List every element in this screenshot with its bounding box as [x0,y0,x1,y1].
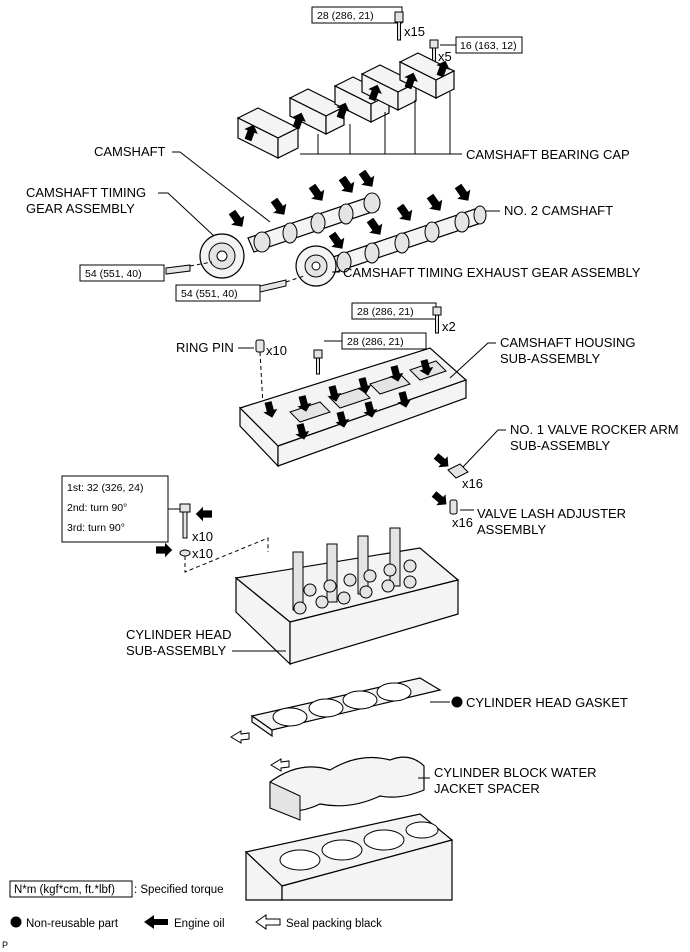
camshaft-timing-exhaust-gear [295,245,337,287]
legend-non-reusable-icon [10,916,22,928]
legend-torque-unit: N*m (kgf*cm, ft.*lbf) [14,884,115,896]
head-bolt-icon [179,503,191,513]
qty-x10-ring: x10 [266,343,287,358]
torque-step1: 1st: 32 (326, 24) [67,482,143,494]
label-no2-camshaft: NO. 2 CAMSHAFT [504,203,613,218]
ring-pin-icon [255,339,265,353]
legend-torque-box [9,880,133,898]
qty-x2: x2 [442,319,456,334]
label-spacer-1: CYLINDER BLOCK WATER [434,765,597,780]
torque-box-exhaust-gear [175,284,261,302]
bolt-head-icon [394,11,404,23]
torque-housing-b: 28 (286, 21) [347,336,404,348]
legend-seal-packing-icon [255,914,281,930]
label-lash-1: VALVE LASH ADJUSTER [477,506,626,521]
legend-torque-desc: : Specified torque [134,884,224,896]
housing-bolt-icon [435,314,439,334]
lash-adjuster-icon [449,499,458,515]
camshaft-bearing-caps [236,52,456,159]
label-ring-pin: RING PIN [176,340,234,355]
torque-small-bolt: 16 (163, 12) [460,40,517,52]
camshaft-housing [238,347,468,468]
torque-step2: 2nd: turn 90° [67,502,127,514]
label-housing-2: SUB-ASSEMBLY [500,351,601,366]
label-gasket: CYLINDER HEAD GASKET [466,695,628,710]
legend: N*m (kgf*cm, ft.*lbf) : Specified torque… [9,880,382,930]
label-cyl-head-2: SUB-ASSEMBLY [126,643,227,658]
label-timing-exhaust-gear: CAMSHAFT TIMING EXHAUST GEAR ASSEMBLY [343,265,641,280]
camshaft-timing-gear [199,233,245,279]
cylinder-head-gasket [250,677,442,738]
qty-x16-lash: x16 [452,515,473,530]
cylinder-head [234,527,460,666]
lash-oil-arrow-icon [429,488,452,510]
torque-box-head-bolt [61,475,169,543]
legend-engine-oil-icon [144,915,168,929]
label-timing-gear-2: GEAR ASSEMBLY [26,201,135,216]
qty-x10-bolt: x10 [192,529,213,544]
legend-non-reusable: Non-reusable part [26,918,119,930]
label-rocker-2: SUB-ASSEMBLY [510,438,611,453]
washer-oil-arrow-icon [156,542,173,558]
seal-packing-arrow-icon [230,730,250,744]
label-lash-2: ASSEMBLY [477,522,546,537]
bolt-shank-icon [397,21,401,41]
torque-step3: 3rd: turn 90° [67,522,125,534]
qty-x5: x5 [438,49,452,64]
qty-x10-washer: x10 [192,546,213,561]
qty-x15: x15 [404,24,425,39]
exhaust-gear-bolt-icon [259,279,287,293]
timing-gear-bolt-icon [165,264,191,275]
qty-x16-rocker: x16 [462,476,483,491]
label-cyl-head-1: CYLINDER HEAD [126,627,231,642]
label-housing-1: CAMSHAFT HOUSING [500,335,636,350]
torque-box-timing-gear [79,264,165,282]
label-spacer-2: JACKET SPACER [434,781,540,796]
label-rocker-1: NO. 1 VALVE ROCKER ARM [510,422,679,437]
non-reusable-dot-icon [451,696,463,708]
label-camshaft-bearing-cap: CAMSHAFT BEARING CAP [466,147,630,162]
camshaft-no2 [329,205,487,273]
torque-bearing-cap: 28 (286, 21) [317,10,374,22]
rocker-arm-icon [447,463,469,479]
head-bolt-oil-arrow-icon [195,506,212,522]
torque-exhaust-gear: 54 (551, 40) [181,288,238,300]
small-bolt-icon [429,39,439,49]
cylinder-block [244,813,454,901]
label-timing-gear-1: CAMSHAFT TIMING [26,185,146,200]
label-camshaft: CAMSHAFT [94,144,166,159]
water-jacket-spacer [269,756,425,821]
footer-code: P [2,940,8,950]
torque-timing-gear: 54 (551, 40) [85,268,142,280]
bearing-cap-leader-lines [300,92,462,155]
torque-housing-a: 28 (286, 21) [357,306,414,318]
washer-icon [179,549,191,557]
camshaft-intake [247,192,381,253]
bearing-cap-bolt-group: 28 (286, 21) x15 16 (163, 12) x5 [311,6,523,64]
legend-engine-oil: Engine oil [174,918,225,930]
legend-seal-packing: Seal packing black [286,918,382,930]
